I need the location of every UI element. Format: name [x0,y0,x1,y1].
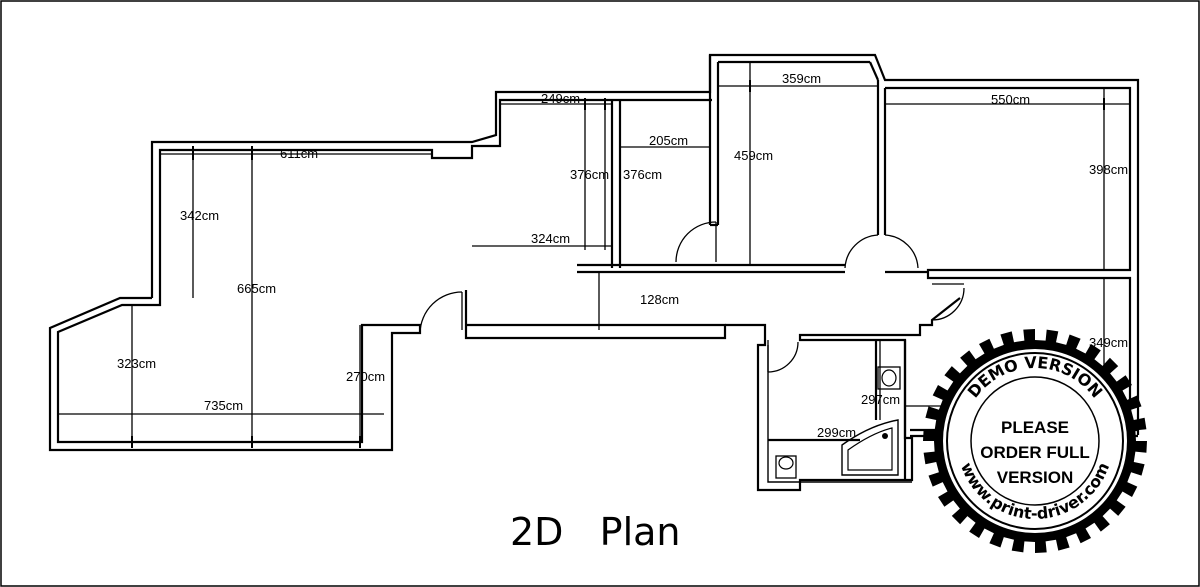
dim-label-735: 735cm [204,398,243,413]
dim-label-249: 249cm [541,91,580,106]
plan-title: 2D Plan [510,510,681,554]
toilet-icon [775,455,797,479]
dim-label-270: 270cm [346,369,385,384]
demo-stamp: DEMO VERSION www.print-driver.com PLEASE… [923,329,1147,553]
door-arc-room2 [675,221,717,263]
door-arc-bath [767,341,799,373]
door-arc-room3 [844,234,879,269]
stamp-line-3: VERSION [997,468,1074,487]
dim-label-297: 297cm [861,392,900,407]
door-arc-room5 [931,287,965,321]
door-arc-entry [419,291,463,334]
dim-label-611: 611cm [280,146,318,161]
stamp-line-1: PLEASE [1001,418,1069,437]
dim-label-359: 359cm [782,71,821,86]
door-arc-room4 [884,234,919,269]
sink-icon [877,366,901,390]
dim-label-665: 665cm [237,281,276,296]
doors [419,221,965,373]
dim-label-550: 550cm [991,92,1030,107]
fixtures [775,366,901,479]
dim-label-323: 323cm [117,356,156,371]
dim-label-342: 342cm [180,208,219,223]
dimension-ticks [131,80,1105,448]
dim-label-349: 349cm [1089,335,1128,350]
dim-label-128: 128cm [640,292,679,307]
bathtub-icon [841,419,899,476]
dim-label-376-left: 376cm [570,167,609,182]
dim-label-205: 205cm [649,133,688,148]
dim-label-376-right: 376cm [623,167,662,182]
dim-label-324: 324cm [531,231,570,246]
dim-label-459: 459cm [734,148,773,163]
dim-label-398: 398cm [1089,162,1128,177]
stamp-line-2: ORDER FULL [980,443,1090,462]
dim-label-299: 299cm [817,425,856,440]
